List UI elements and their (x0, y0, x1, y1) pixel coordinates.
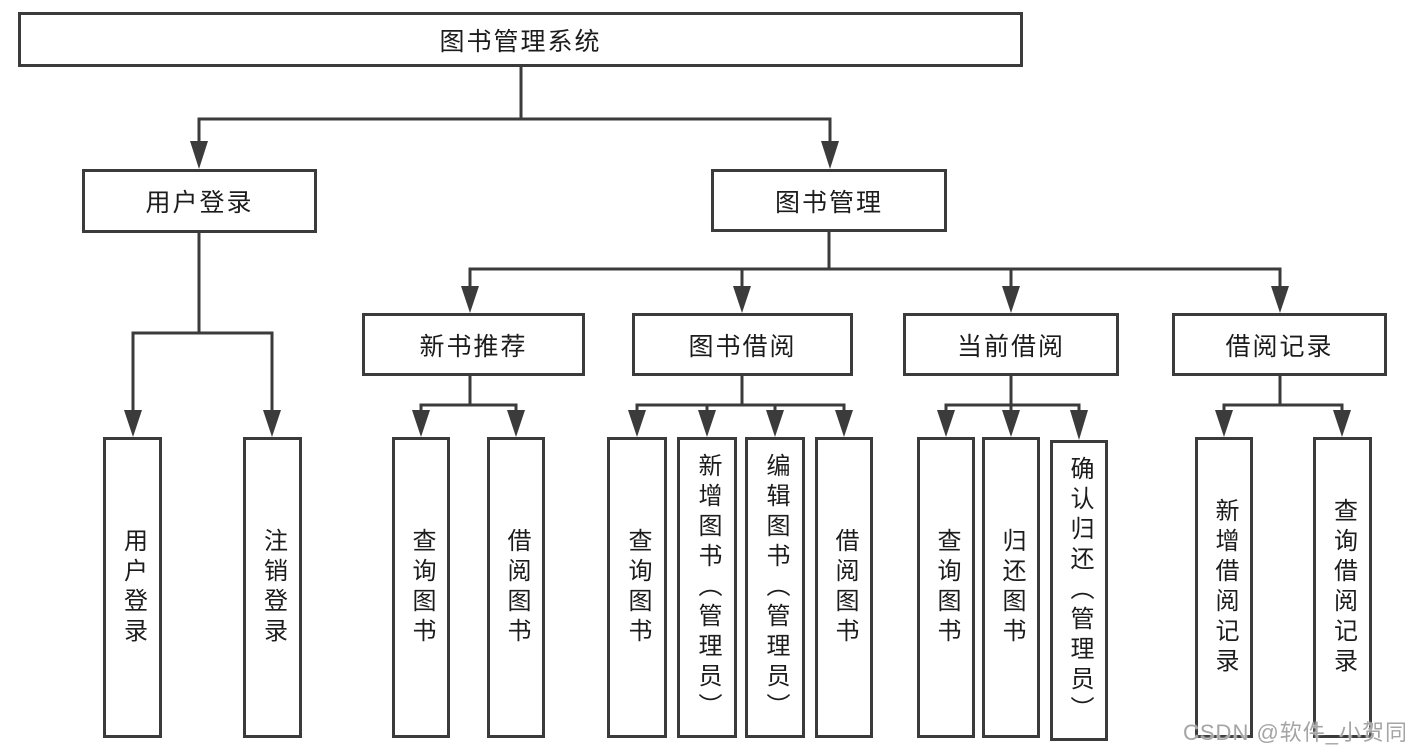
leaf-query-books-recommend: 查询图书 (392, 437, 450, 738)
leaf-add-books-admin: 新增图书（管理员） (677, 437, 737, 738)
leaf-query-books-current: 查询图书 (917, 437, 975, 738)
leaf-query-books-borrowing: 查询图书 (607, 437, 667, 738)
leaf-query-books-current-label: 查询图书 (933, 527, 960, 648)
leaf-edit-books-admin-label: 编辑图书（管理员） (762, 452, 789, 723)
node-new-book-recommend: 新书推荐 (362, 313, 585, 376)
leaf-add-books-admin-label: 新增图书（管理员） (694, 452, 721, 723)
node-borrowing-records: 借阅记录 (1172, 313, 1387, 376)
leaf-query-books-borrowing-label: 查询图书 (624, 527, 651, 648)
csdn-watermark: CSDN @软件_小贺同学 (1183, 720, 1405, 745)
leaf-confirm-return-admin-label: 确认归还（管理员） (1066, 455, 1093, 726)
leaf-query-borrow-record-label: 查询借阅记录 (1329, 497, 1357, 678)
node-library-system: 图书管理系统 (18, 12, 1023, 67)
node-book-management-label: 图书管理 (774, 188, 883, 217)
node-book-borrowing: 图书借阅 (632, 313, 853, 376)
leaf-confirm-return-admin: 确认归还（管理员） (1050, 440, 1108, 741)
leaf-user-login: 用户登录 (103, 437, 162, 738)
node-book-management: 图书管理 (711, 169, 947, 232)
leaf-borrow-books: 借阅图书 (815, 437, 873, 738)
leaf-add-borrow-record-label: 新增借阅记录 (1211, 497, 1238, 678)
leaf-query-books-recommend-label: 查询图书 (408, 527, 435, 648)
node-user-login-label: 用户登录 (145, 189, 254, 217)
leaf-return-books: 归还图书 (982, 437, 1040, 738)
node-library-system-label: 图书管理系统 (439, 27, 602, 56)
node-new-book-recommend-label: 新书推荐 (419, 332, 528, 361)
node-book-borrowing-label: 图书借阅 (688, 332, 797, 361)
leaf-edit-books-admin: 编辑图书（管理员） (745, 437, 805, 738)
leaf-borrow-books-label: 借阅图书 (831, 527, 858, 648)
node-user-login: 用户登录 (82, 169, 317, 233)
leaf-logout-label: 注销登录 (259, 527, 287, 648)
node-current-borrowing-label: 当前借阅 (956, 332, 1065, 361)
arrowheads (124, 141, 1351, 440)
leaf-add-borrow-record: 新增借阅记录 (1195, 437, 1253, 738)
leaf-borrow-books-recommend: 借阅图书 (487, 437, 545, 738)
leaf-return-books-label: 归还图书 (998, 527, 1025, 648)
node-current-borrowing: 当前借阅 (903, 313, 1119, 376)
leaf-borrow-books-recommend-label: 借阅图书 (503, 527, 530, 648)
leaf-user-login-label: 用户登录 (119, 527, 147, 648)
node-borrowing-records-label: 借阅记录 (1225, 332, 1334, 361)
leaf-query-borrow-record: 查询借阅记录 (1313, 437, 1372, 738)
leaf-logout: 注销登录 (243, 437, 302, 738)
